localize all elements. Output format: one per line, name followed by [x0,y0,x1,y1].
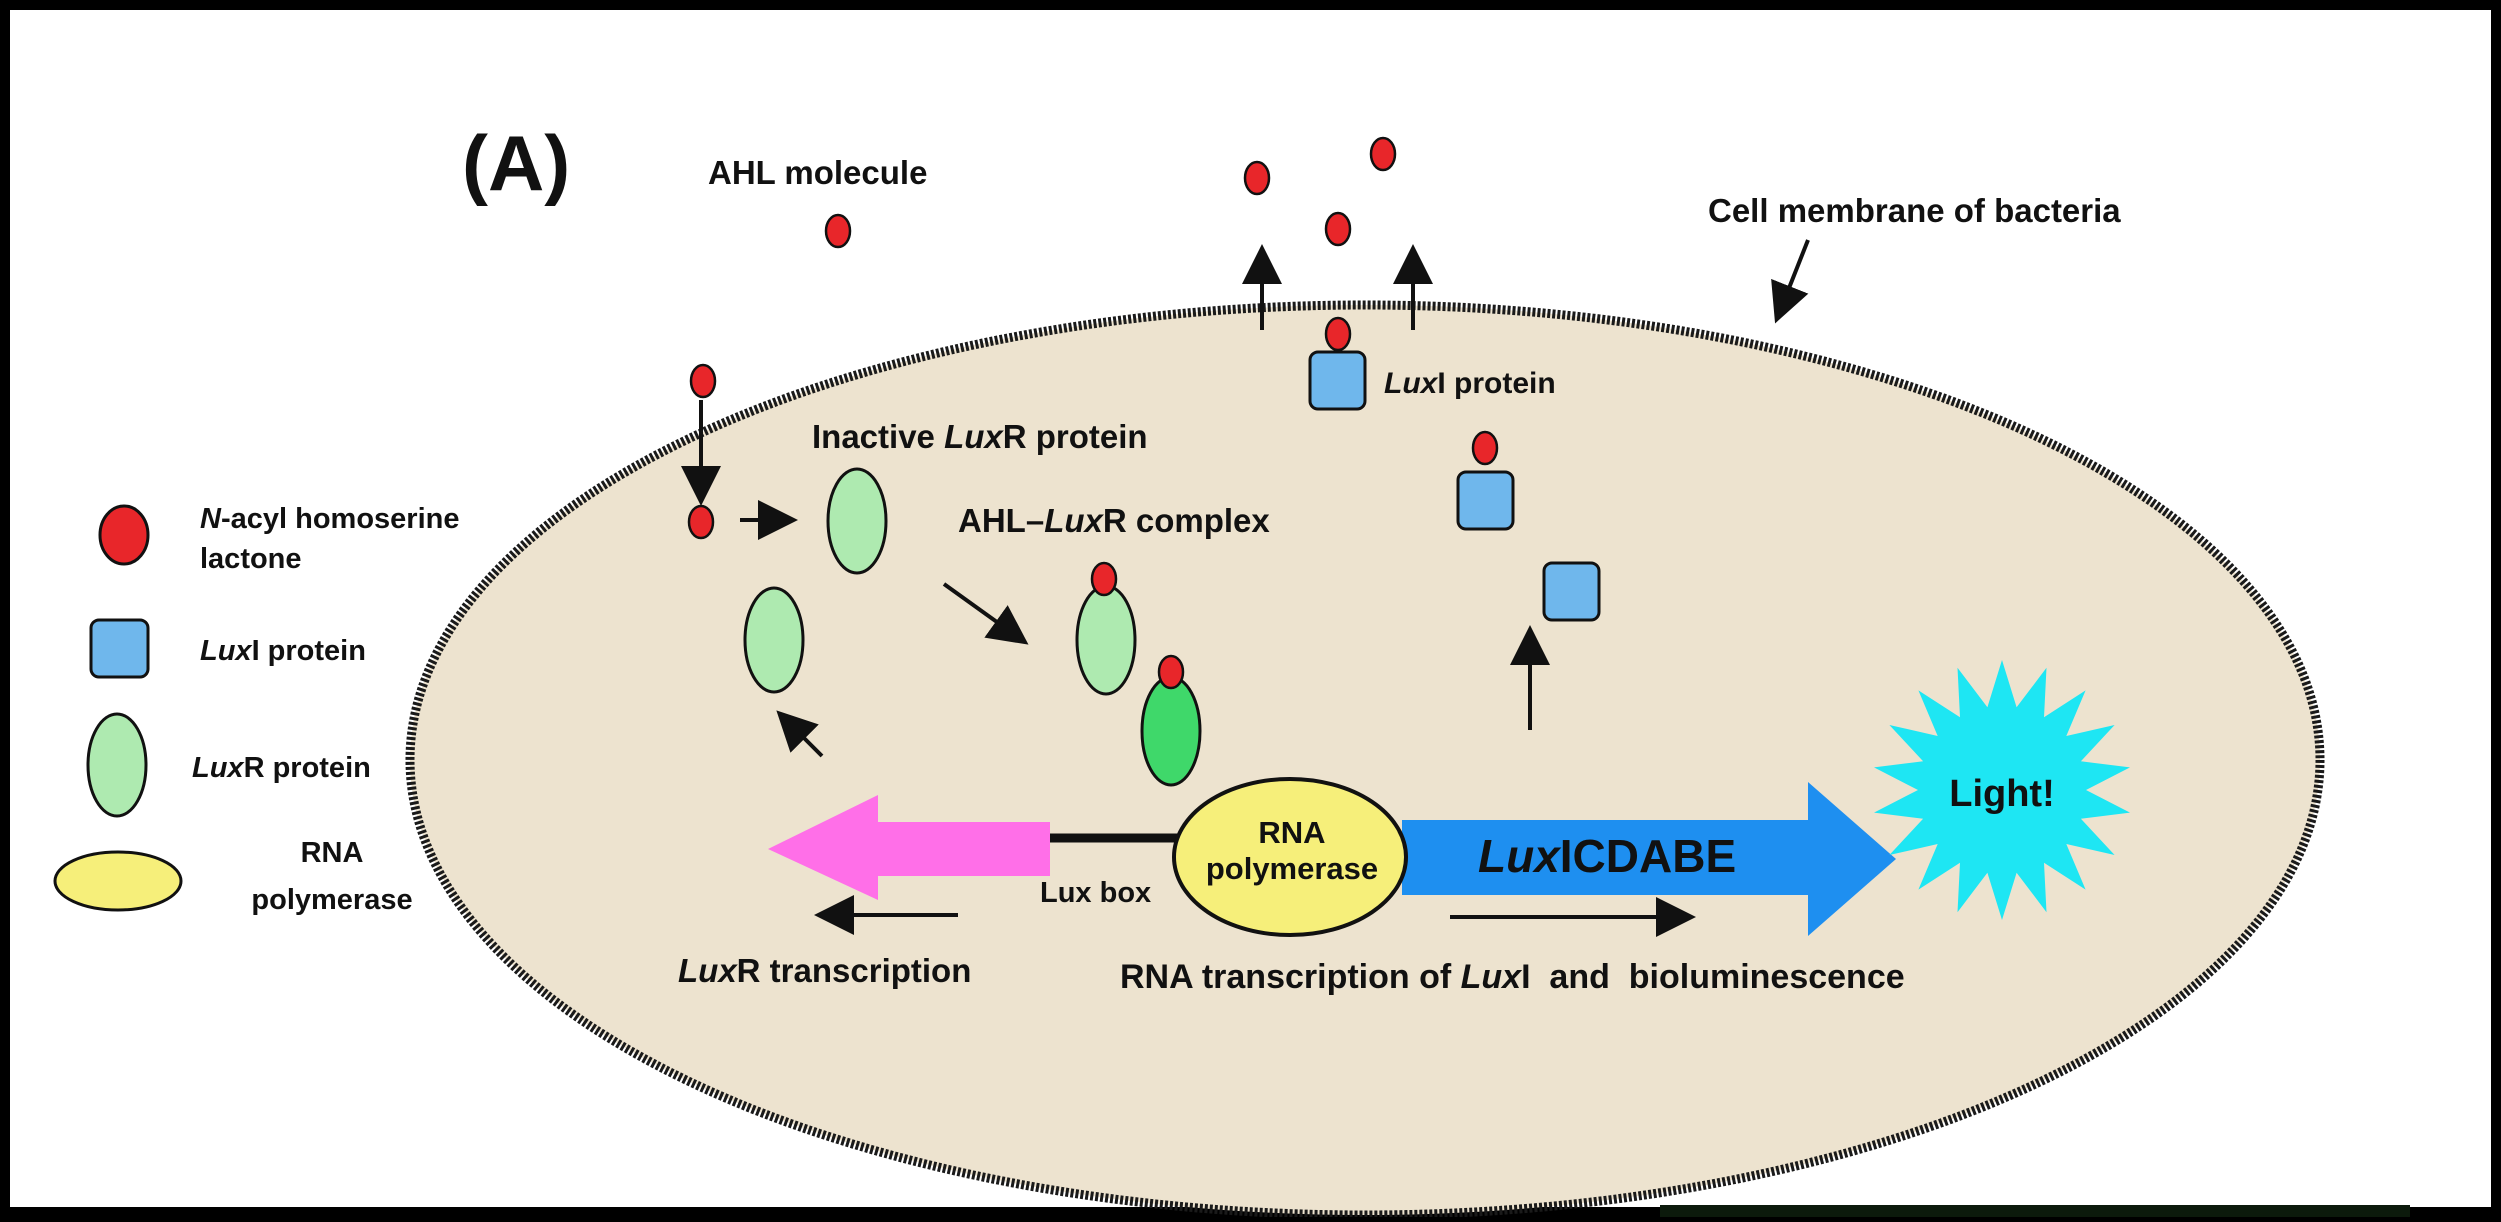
complex-formation-arrow [942,582,1029,645]
luxi-protein-icon [1542,561,1601,622]
rna-polymerase [1172,777,1408,937]
luxi-protein-icon [1308,350,1367,411]
ahl-molecule-icon [1090,561,1118,597]
ahl-molecule-icon [1369,136,1397,172]
yellow-oval-icon [53,850,183,912]
legend-polymerase-label-line2: polymerase [251,884,412,916]
luxicdabe-gene-arrow [1402,782,1896,936]
luxr-protein-icon [826,467,888,575]
rna-polymerase-label-line1: RNA [1258,815,1325,850]
ahl-molecule-icon [1324,316,1352,352]
inactive-luxr-label: Inactive LuxR protein [812,418,1148,455]
light-label: Light! [1949,773,2055,815]
cell-membrane-label: Cell membrane of bacteria [1708,192,2121,229]
membrane-pointer-arrow [1771,239,1810,324]
legend-ahl-label-line2: lactone [200,543,302,575]
luxr-gene-arrow [768,795,1050,900]
cell-membrane [405,300,2325,1220]
legend: N-acyl homoserine lactone LuxI protein L… [53,503,459,916]
ahl-molecule-icon [689,363,717,399]
luxr-protein-icon [1075,584,1137,696]
light-burst-icon [1874,660,2130,920]
red-circle-icon [98,504,150,566]
ahl-molecule-icon [1324,211,1352,247]
luxi-protein-icon [1456,470,1515,531]
ahl-molecule-icon [824,213,852,249]
ahl-molecule-icon [687,504,715,540]
ahl-luxr-complex-label: AHL–LuxR complex [958,502,1270,539]
active-luxr-protein-icon [1140,675,1202,787]
luxr-protein-icon [743,586,805,694]
rna-polymerase-label-line2: polymerase [1206,851,1378,886]
luxr-synthesis-arrow [776,710,824,758]
green-oval-icon [86,712,148,818]
luxicdabe-label: LuxICDABE [1478,830,1736,882]
luxr-transcription-label: LuxR transcription [678,952,971,989]
ahl-molecule-icon [1471,430,1499,466]
legend-ahl-label-line1: N-acyl homoserine [200,503,459,535]
photo-inset [1660,1205,2410,1217]
luxi-protein-label: LuxI protein [1384,367,1556,400]
legend-luxr-label: LuxR protein [192,752,371,784]
legend-luxi-label: LuxI protein [200,635,366,667]
panel-label: (A) [462,119,570,207]
ahl-molecule-label: AHL molecule [708,154,927,191]
lux-box-label: Lux box [1040,877,1151,909]
ahl-molecule-icon [1243,160,1271,196]
ahl-molecule-icon [1157,654,1185,690]
legend-polymerase-label-line1: RNA [301,837,364,869]
rna-transcription-label: RNA transcription of LuxI and biolumines… [1120,958,1905,996]
blue-square-icon [89,618,150,679]
